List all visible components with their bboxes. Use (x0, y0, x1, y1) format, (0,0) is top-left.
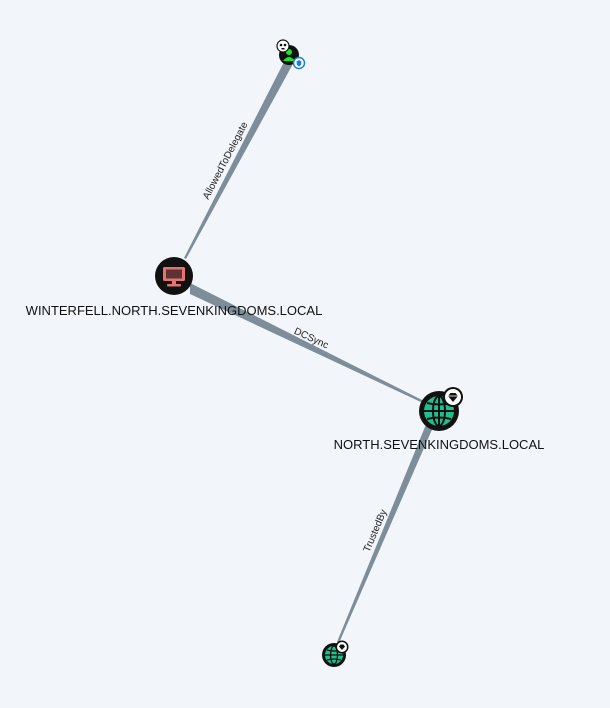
node-domain[interactable]: NORTH.SEVENKINGDOMS.LOCAL (334, 387, 545, 452)
user-icon (283, 49, 295, 61)
node-user[interactable] (276, 39, 306, 70)
node-label-domain: NORTH.SEVENKINGDOMS.LOCAL (334, 437, 545, 452)
gem-icon (443, 387, 463, 407)
edge-dcsync[interactable]: DCSync (190, 283, 424, 403)
gem-icon (335, 640, 349, 654)
node-trusted-domain[interactable] (322, 640, 349, 668)
edge-line (184, 58, 294, 259)
tier-zero-icon (292, 56, 306, 70)
edge-allowed-to-delegate[interactable]: AllowedToDelegate (184, 58, 294, 259)
edge-line (337, 422, 434, 643)
edge-trusted-by[interactable]: TrustedBy (337, 422, 434, 643)
computer-icon (163, 267, 185, 287)
edge-label-allowed-to-delegate: AllowedToDelegate (201, 120, 250, 201)
edge-line (190, 283, 424, 403)
node-computer[interactable]: WINTERFELL.NORTH.SEVENKINGDOMS.LOCAL (26, 257, 323, 318)
skull-icon (276, 39, 290, 53)
node-label-computer: WINTERFELL.NORTH.SEVENKINGDOMS.LOCAL (26, 303, 323, 318)
